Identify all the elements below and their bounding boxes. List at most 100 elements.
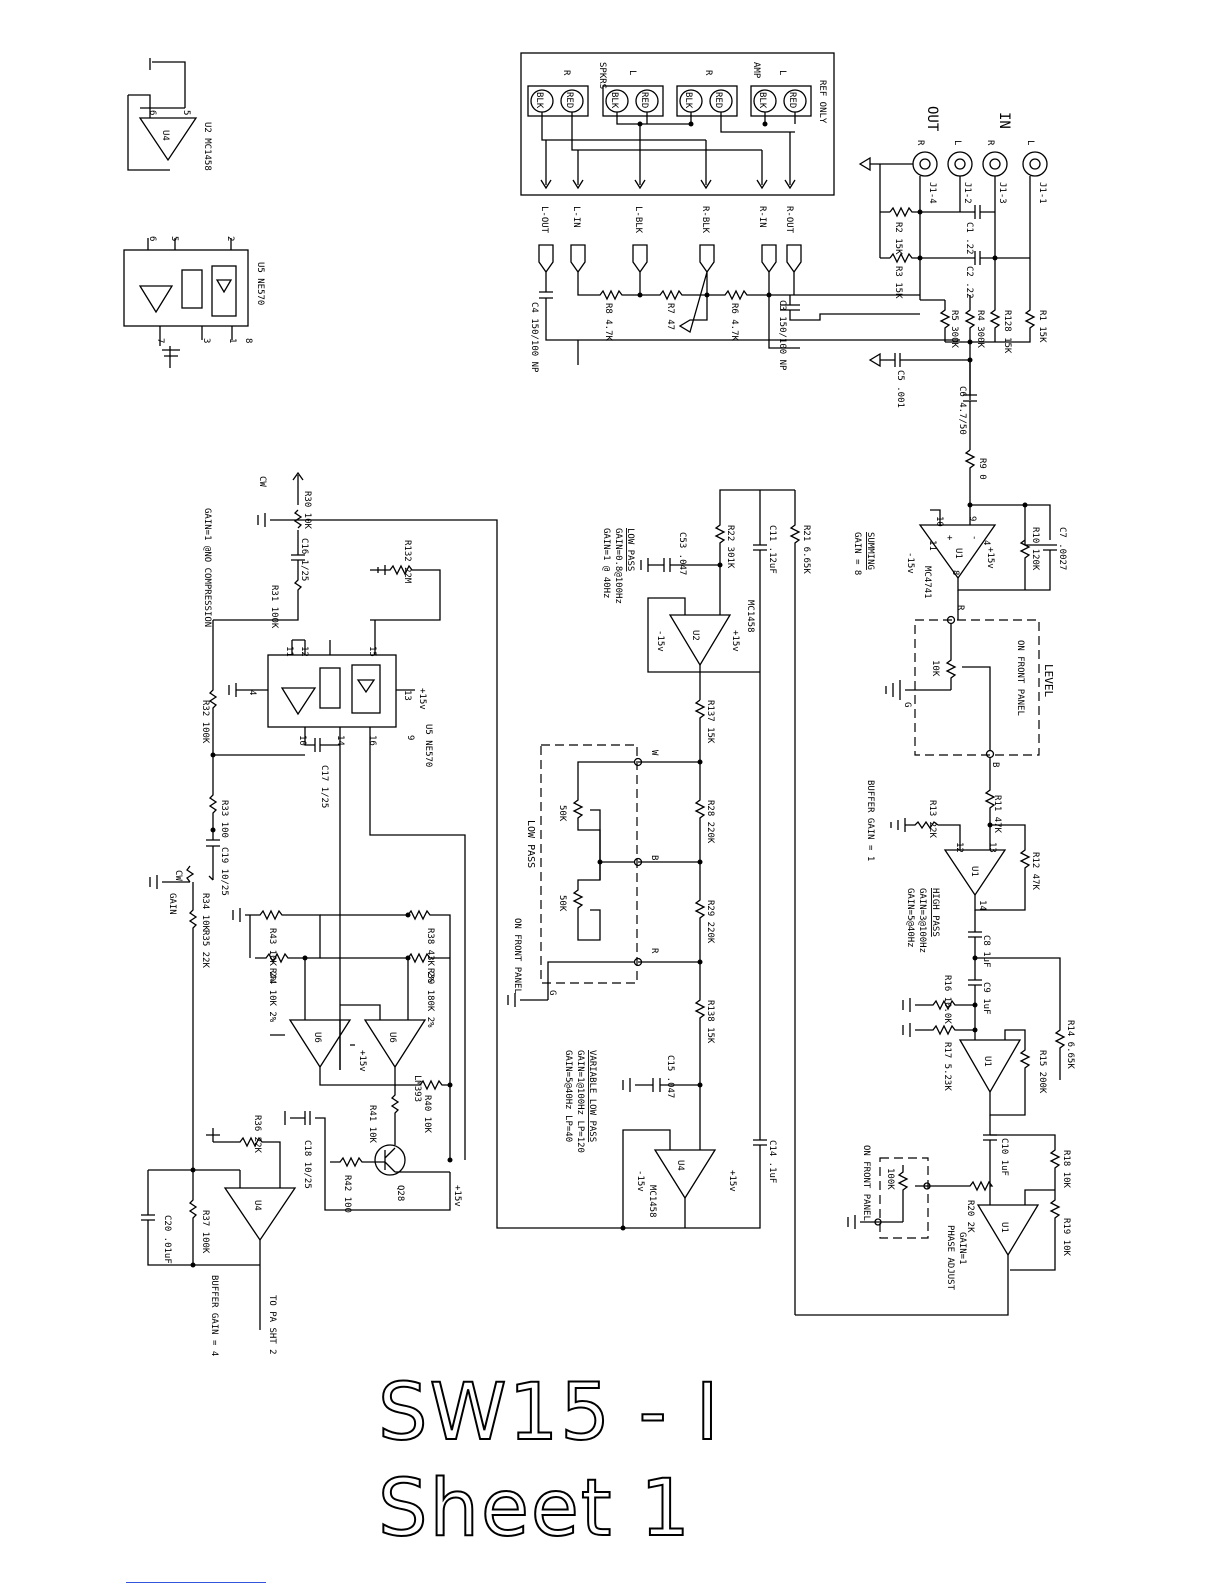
svg-text:10K: 10K	[930, 660, 940, 677]
svg-text:GAIN=1: GAIN=1	[957, 1232, 967, 1265]
svg-text:+15v: +15v	[727, 1170, 737, 1192]
svg-text:-15v: -15v	[655, 630, 665, 652]
svg-text:R43 10K 2%: R43 10K 2%	[267, 928, 277, 983]
ref-only-connector-box: REF ONLY AMP SPKRS BLK RED BLK RED BLK R…	[520, 52, 835, 196]
r-blk-label: R-BLK	[700, 206, 710, 234]
svg-text:6: 6	[147, 236, 157, 241]
svg-text:12: 12	[954, 842, 964, 853]
svg-text:C7 .0027: C7 .0027	[1057, 527, 1067, 570]
u2-low-pass-stage: R22 301K C11 .12uF R21 6.65K C53 .047 LO…	[601, 489, 811, 1315]
svg-text:R10 120K: R10 120K	[1030, 527, 1040, 571]
out-label: OUT	[924, 106, 940, 132]
svg-text:+15v: +15v	[985, 547, 995, 569]
svg-text:+15v: +15v	[417, 688, 427, 710]
svg-text:GAIN=0.8@100Hz: GAIN=0.8@100Hz	[613, 528, 623, 604]
svg-text:16: 16	[367, 735, 377, 746]
u5-small-ref: U5 NE570	[255, 262, 265, 305]
compressor-chain: CW R30 10K GAIN=1 @NO COMPRESSION C16 1/…	[149, 471, 466, 1170]
svg-text:R35 22K: R35 22K	[200, 930, 210, 969]
svg-text:J1-3: J1-3	[997, 182, 1007, 204]
svg-text:R31 100K: R31 100K	[269, 585, 279, 629]
svg-text:6: 6	[147, 110, 157, 115]
r-in-label: R-IN	[757, 206, 767, 228]
svg-text:R6 4.7K: R6 4.7K	[729, 303, 739, 342]
level-control-panel: LEVEL ON FRONT PANEL 10K G B	[885, 615, 1055, 767]
svg-text:MC1458: MC1458	[647, 1185, 657, 1218]
svg-text:GAIN=1 @NO COMPRESSION: GAIN=1 @NO COMPRESSION	[202, 508, 212, 627]
svg-text:R19 10K: R19 10K	[1061, 1218, 1071, 1257]
r-out-label: R-OUT	[784, 206, 794, 234]
svg-text:G: G	[547, 990, 557, 995]
svg-text:+: +	[944, 535, 954, 541]
svg-text:R8 4.7K: R8 4.7K	[603, 303, 613, 342]
svg-text:R42 100: R42 100	[342, 1175, 352, 1213]
svg-text:R13 22K: R13 22K	[927, 800, 937, 839]
svg-text:R: R	[703, 70, 713, 76]
svg-text:C4 150/100 NP: C4 150/100 NP	[529, 302, 539, 373]
svg-text:5: 5	[169, 236, 179, 241]
svg-text:R5 300K: R5 300K	[949, 310, 959, 349]
svg-text:B: B	[649, 855, 659, 860]
svg-text:R20 2K: R20 2K	[965, 1200, 975, 1233]
svg-text:+15v: +15v	[452, 1185, 462, 1207]
svg-text:U1: U1	[999, 1222, 1009, 1233]
svg-text:U6: U6	[312, 1032, 322, 1043]
terminal-pair-amp-r: BLK RED	[676, 85, 738, 117]
svg-text:13: 13	[402, 690, 412, 701]
svg-text:14: 14	[977, 900, 987, 911]
svg-text:R128 15K: R128 15K	[1002, 310, 1012, 354]
svg-text:CW: CW	[257, 476, 267, 487]
terminal-pair-spkr-l: BLK RED	[602, 85, 664, 117]
svg-text:R137 15K: R137 15K	[705, 700, 715, 744]
svg-text:13: 13	[987, 842, 997, 853]
svg-text:R3 15K: R3 15K	[893, 266, 903, 299]
svg-text:C15 .047: C15 .047	[665, 1055, 675, 1098]
svg-text:9: 9	[405, 735, 415, 740]
svg-text:100K: 100K	[885, 1168, 895, 1190]
svg-text:-15v: -15v	[905, 552, 915, 574]
sheet-subtitle: Sheet 1	[377, 1463, 692, 1555]
svg-text:R40 10K: R40 10K	[422, 1095, 432, 1134]
svg-text:LOW PASS: LOW PASS	[625, 528, 635, 571]
terminal-pair-amp-l: BLK RED	[750, 85, 812, 117]
svg-text:R: R	[985, 140, 995, 146]
svg-text:R41 10K: R41 10K	[367, 1105, 377, 1144]
svg-text:C6 4.7/50: C6 4.7/50	[957, 386, 967, 435]
u5-small-block: 6 5 2 7 3 1 8 U5 NE570	[123, 236, 265, 368]
summing-label: SUMMING	[865, 532, 875, 570]
svg-text:R36 22K: R36 22K	[252, 1115, 262, 1154]
svg-text:R28 220K: R28 220K	[705, 800, 715, 844]
svg-text:R17 5.23K: R17 5.23K	[942, 1042, 952, 1091]
svg-text:R: R	[955, 605, 965, 611]
footer-link-underline	[126, 1582, 266, 1583]
svg-text:4: 4	[981, 540, 991, 545]
svg-text:LM393: LM393	[412, 1075, 422, 1102]
svg-text:ON FRONT PANEL: ON FRONT PANEL	[1015, 640, 1025, 716]
svg-text:TO PA SHT 2: TO PA SHT 2	[267, 1295, 277, 1355]
svg-text:3: 3	[201, 338, 211, 343]
svg-text:R138 15K: R138 15K	[705, 1000, 715, 1044]
svg-text:+15v: +15v	[357, 1050, 367, 1072]
in-label: IN	[996, 112, 1012, 129]
u1-summing-stage: + - U1 R10 120K C7 .0027 10 9 11 4 8 -15…	[852, 502, 1067, 620]
ref-only-label: REF ONLY	[817, 80, 827, 124]
svg-text:GAIN=5@40Hz: GAIN=5@40Hz	[905, 888, 915, 948]
svg-text:HIGH PASS: HIGH PASS	[930, 888, 940, 937]
svg-text:C9 1uF: C9 1uF	[981, 982, 991, 1015]
svg-text:L: L	[1025, 140, 1035, 145]
svg-text:R22 301K: R22 301K	[725, 525, 735, 569]
svg-text:J1-2: J1-2	[962, 182, 972, 204]
svg-text:50K: 50K	[557, 895, 567, 912]
svg-text:R16 10.0K: R16 10.0K	[942, 975, 952, 1024]
svg-text:R9 0: R9 0	[977, 458, 987, 480]
svg-text:U4: U4	[252, 1200, 262, 1211]
svg-text:U4: U4	[675, 1160, 685, 1171]
connector-labels: L-OUT L-IN L-BLK R-BLK R-IN R-OUT	[538, 206, 802, 274]
svg-text:9: 9	[967, 516, 977, 521]
svg-text:GAIN=1 @ 40Hz: GAIN=1 @ 40Hz	[601, 528, 611, 598]
svg-text:R12 47K: R12 47K	[1030, 852, 1040, 891]
svg-text:4: 4	[247, 690, 257, 695]
svg-text:BLK: BLK	[683, 92, 693, 109]
svg-text:L: L	[627, 70, 637, 75]
svg-text:R14 6.65K: R14 6.65K	[1065, 1020, 1075, 1069]
